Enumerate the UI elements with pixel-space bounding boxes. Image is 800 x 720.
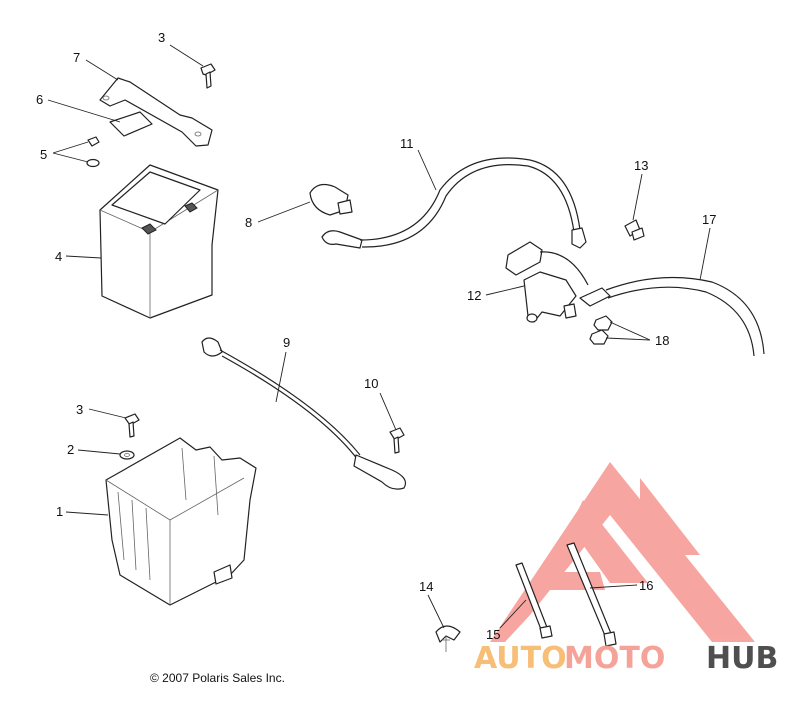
hold-down-strap-part-7 xyxy=(99,77,213,147)
callout-2: 2 xyxy=(67,442,74,457)
callout-1: 1 xyxy=(56,504,63,519)
watermark-word-auto: AUTO xyxy=(474,641,567,676)
callout-7: 7 xyxy=(73,50,80,65)
leader-lines xyxy=(47,44,711,629)
callout-17: 17 xyxy=(702,212,716,227)
callout-3-lower: 3 xyxy=(76,402,83,417)
copyright-text: © 2007 Polaris Sales Inc. xyxy=(150,671,285,685)
cable-part-11 xyxy=(321,157,587,249)
bolt-part-10 xyxy=(389,427,405,454)
watermark-word-moto: MOTO xyxy=(564,641,665,676)
cable-part-9 xyxy=(201,337,407,490)
nut-part-18b xyxy=(589,329,609,345)
callout-5: 5 xyxy=(40,147,47,162)
callout-12: 12 xyxy=(467,288,481,303)
terminal-cap-part-8 xyxy=(309,183,353,216)
cable-tie-part-15 xyxy=(515,562,553,639)
nut-part-18a xyxy=(593,315,613,331)
callout-9: 9 xyxy=(283,335,290,350)
callout-16: 16 xyxy=(639,578,653,593)
washer-part-2 xyxy=(119,450,135,460)
screw-washer-part-5 xyxy=(86,136,100,168)
callout-11: 11 xyxy=(400,136,414,151)
clip-part-14 xyxy=(435,625,461,652)
callout-18: 18 xyxy=(655,333,669,348)
watermark-word-hub: HUB xyxy=(706,641,778,676)
cable-part-17 xyxy=(579,276,765,357)
callout-13: 13 xyxy=(634,158,648,173)
battery-box-part xyxy=(105,437,257,606)
callout-15: 15 xyxy=(486,627,500,642)
callout-8: 8 xyxy=(245,215,252,230)
callout-6: 6 xyxy=(36,92,43,107)
watermark-wordmark: AUTO MOTO HUB xyxy=(474,641,778,676)
callout-4: 4 xyxy=(55,249,62,264)
solenoid-part-12 xyxy=(505,241,589,323)
watermark-logo-mark xyxy=(490,462,755,642)
callout-labels: 1 2 3 3 4 5 6 7 8 9 10 11 12 13 14 15 16… xyxy=(36,30,716,642)
battery-part xyxy=(99,164,219,319)
bolt-part-3-upper xyxy=(200,63,216,89)
bolt-part-3-lower xyxy=(124,413,140,438)
label-plate-part-6 xyxy=(109,111,153,137)
cable-tie-part-16 xyxy=(566,542,617,647)
callout-3-upper: 3 xyxy=(158,30,165,45)
callout-10: 10 xyxy=(364,376,378,391)
screw-part-13 xyxy=(624,219,645,241)
callout-14: 14 xyxy=(419,579,433,594)
